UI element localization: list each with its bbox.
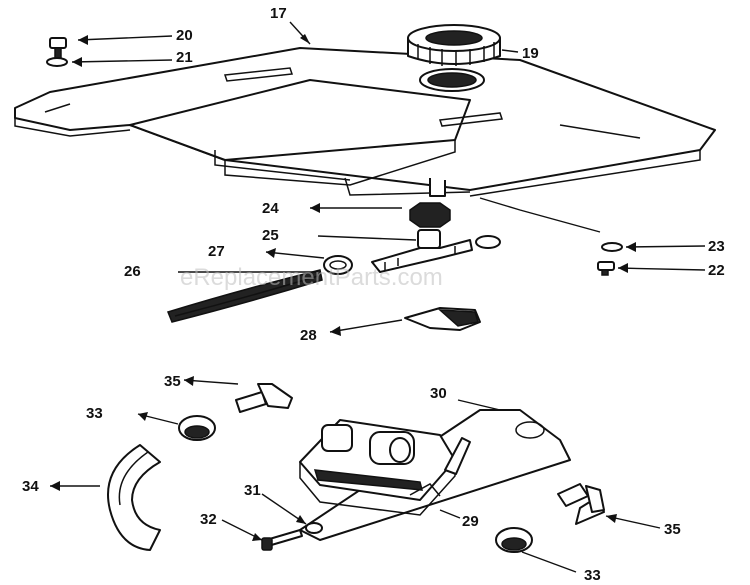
callout-labels: 17 19 20 21 24 25 27 26 23 22 28 35 30 3…: [22, 5, 725, 584]
washer-21[interactable]: [46, 57, 68, 67]
callout-22: 22: [708, 262, 725, 279]
leader-lines: [50, 21, 706, 573]
callout-24: 24: [262, 200, 279, 217]
hose-clamp-upper[interactable]: [178, 415, 216, 441]
callout-33-lower: 33: [584, 567, 601, 584]
callout-27: 27: [208, 243, 225, 260]
callout-23: 23: [708, 238, 725, 255]
clamp-27[interactable]: [323, 255, 353, 275]
screw-22[interactable]: [597, 261, 615, 276]
callout-34: 34: [22, 478, 39, 495]
callout-26: 26: [124, 263, 141, 280]
callout-29: 29: [462, 513, 479, 530]
washer-31[interactable]: [305, 522, 323, 534]
fuel-line-26[interactable]: [167, 269, 323, 323]
callout-32: 32: [200, 511, 217, 528]
hose-clamp-lower[interactable]: [495, 527, 533, 553]
elbow-fitting-upper[interactable]: [235, 383, 293, 413]
watermark: eReplacementParts.com: [180, 264, 443, 291]
elbow-fitting-lower[interactable]: [557, 483, 605, 525]
valve-nut-24[interactable]: [409, 202, 451, 228]
fuel-valve-25[interactable]: [371, 229, 501, 273]
callout-30: 30: [430, 385, 447, 402]
callout-35-upper: 35: [164, 373, 181, 390]
clip-28[interactable]: [404, 307, 481, 331]
leader-arrowheads: [50, 34, 636, 541]
callout-21: 21: [176, 49, 193, 66]
callout-35-lower: 35: [664, 521, 681, 538]
callout-20: 20: [176, 27, 193, 44]
fuel-tank[interactable]: [14, 47, 716, 197]
callout-33-upper: 33: [86, 405, 103, 422]
callout-31: 31: [244, 482, 261, 499]
callout-17: 17: [270, 5, 287, 22]
screw-20[interactable]: [49, 37, 67, 59]
callout-28: 28: [300, 327, 317, 344]
callout-25: 25: [262, 227, 279, 244]
fuel-cap[interactable]: [407, 24, 501, 66]
callout-19: 19: [522, 45, 539, 62]
washer-23[interactable]: [601, 242, 623, 252]
fuel-hose-34[interactable]: [107, 444, 161, 551]
fuel-pump-29[interactable]: [299, 409, 571, 541]
screw-32[interactable]: [261, 529, 303, 551]
